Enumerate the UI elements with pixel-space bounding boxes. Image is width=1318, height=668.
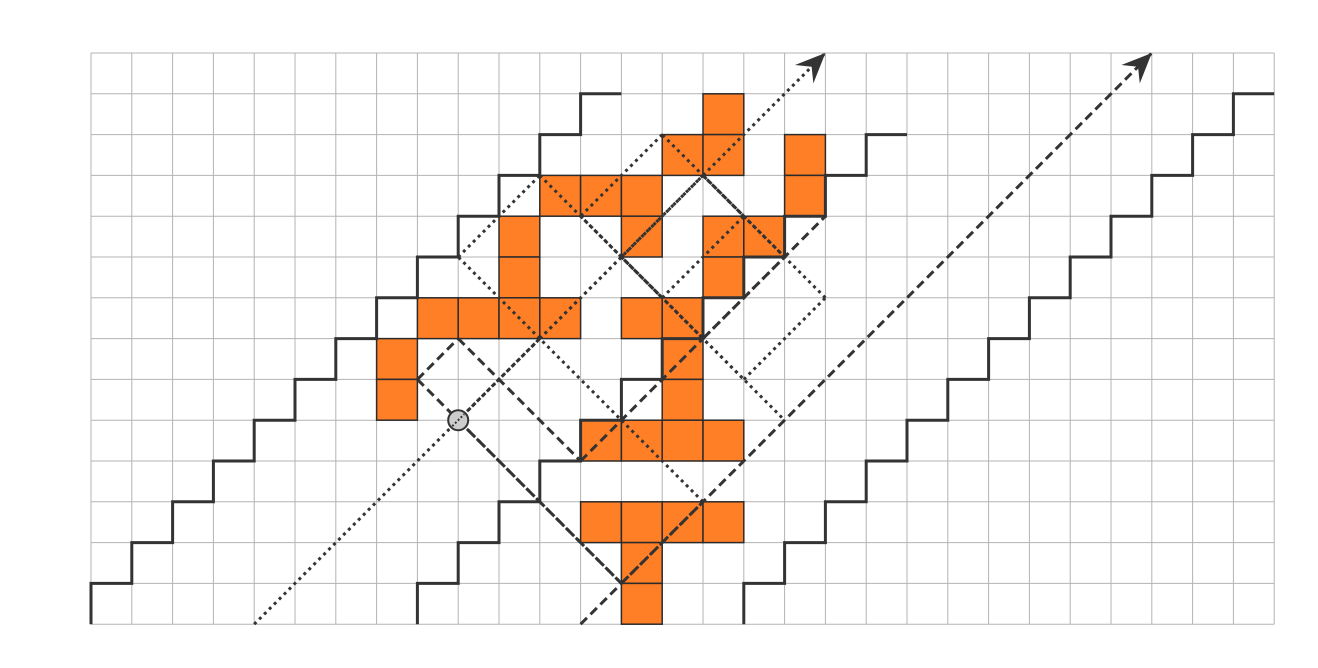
- dotted-line: [538, 255, 623, 340]
- origin-marker: [447, 409, 470, 432]
- filled-cell: [661, 378, 704, 421]
- dashed-line: [416, 337, 460, 381]
- filled-cell: [783, 133, 827, 177]
- origin-marker-slash: [451, 413, 465, 427]
- dashed-line: [416, 378, 623, 585]
- filled-cell: [661, 419, 704, 462]
- dashed-line: [579, 337, 705, 463]
- filled-cell: [620, 582, 663, 625]
- dashed-line: [701, 215, 827, 340]
- dashed-line: [457, 337, 582, 463]
- filled-cell: [620, 297, 663, 340]
- dotted-line: [538, 51, 827, 340]
- filled-cell: [702, 419, 745, 462]
- dotted-line: [579, 133, 664, 218]
- filled-cell: [783, 174, 827, 217]
- filled-cell: [457, 297, 500, 340]
- filled-cell: [620, 501, 663, 544]
- filled-cell: [702, 501, 745, 544]
- filled-cell: [579, 501, 623, 544]
- dotted-line: [457, 174, 541, 259]
- filled-cell: [416, 297, 459, 340]
- filled-cells: [375, 93, 827, 625]
- filled-cell: [498, 256, 541, 299]
- dotted-line: [661, 215, 745, 299]
- arrow-head-icon: [794, 53, 826, 84]
- dotted-line: [742, 296, 827, 381]
- staircase-path: [89, 92, 622, 625]
- dashed-line: [579, 51, 1153, 626]
- dotted-line: [253, 337, 541, 626]
- filled-cell: [620, 174, 663, 217]
- dotted-line: [620, 174, 705, 259]
- dotted-line: [701, 174, 827, 299]
- filled-cell: [702, 93, 745, 136]
- filled-cell: [702, 256, 745, 299]
- filled-cell: [375, 378, 419, 421]
- filled-cell: [498, 215, 541, 258]
- dotted-line: [457, 255, 541, 340]
- staircase-path: [742, 92, 1275, 625]
- filled-cell: [375, 337, 419, 381]
- arrow-head-icon: [1121, 53, 1152, 84]
- arrow-heads: [794, 53, 1152, 84]
- dotted-line: [701, 174, 786, 259]
